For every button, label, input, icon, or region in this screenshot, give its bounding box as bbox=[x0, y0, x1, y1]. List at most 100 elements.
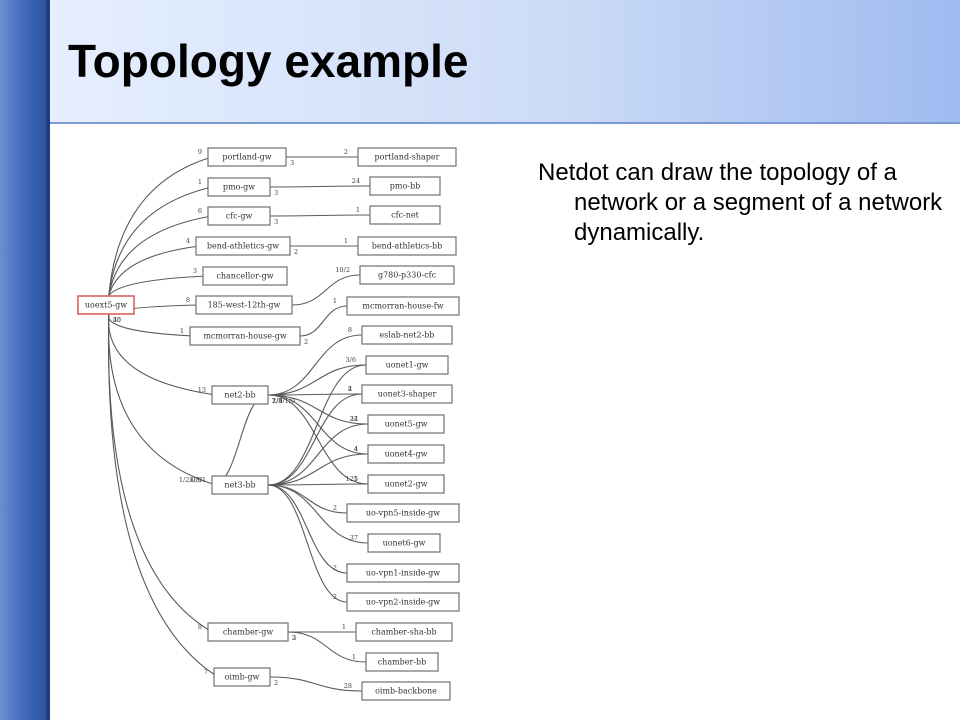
node-box-uonet5-gw bbox=[367, 414, 445, 434]
node-label-uonet5-gw: uonet5-gw bbox=[385, 420, 428, 429]
node-box-uonet2-gw bbox=[367, 474, 445, 494]
node-box-net3-bb bbox=[211, 475, 269, 495]
edge-net3-bb-uonet1-gw bbox=[267, 364, 367, 486]
port-label-mcmorran-house-fw-16: 1 bbox=[333, 297, 337, 305]
node-label-chamber-gw: chamber-gw bbox=[223, 628, 273, 637]
port-label-net3-bb-23: 1/2/0/0 bbox=[179, 476, 202, 484]
edge-oimb-gw-oimb-backbone bbox=[269, 676, 363, 692]
node-box-chamber-gw bbox=[207, 622, 289, 642]
node-label-portland-gw: portland-gw bbox=[222, 153, 271, 162]
port-label-uonet3-shaper-25: 4 bbox=[348, 385, 352, 393]
node-label-oimb-backbone: oimb-backbone bbox=[375, 687, 437, 696]
node-box-pmo-gw bbox=[207, 177, 271, 197]
node-cfc-net: cfc-net bbox=[369, 205, 441, 225]
node-uonet6-gw: uonet6-gw bbox=[367, 533, 441, 553]
port-label-chancellor-gw-4: 3 bbox=[193, 267, 197, 275]
port-label-bend-athletics-gw-14: 2 bbox=[294, 248, 298, 256]
diagram-port-labels: 91643835140131/3/18723243131210/21283/62… bbox=[113, 148, 360, 690]
port-label-bend-athletics-bb-14: 1 bbox=[344, 237, 348, 245]
port-label-uonet4-gw-21: 4 bbox=[354, 445, 358, 453]
node-label-portland-shaper: portland-shaper bbox=[375, 153, 440, 162]
node-box-oimb-gw bbox=[213, 667, 271, 687]
node-box-net2-bb bbox=[211, 385, 269, 405]
port-label-uo-vpn1-inside-gw-31: 2 bbox=[333, 564, 337, 572]
node-label-pmo-gw: pmo-gw bbox=[223, 183, 255, 192]
diagram-edges bbox=[107, 156, 371, 692]
node-box-cfc-gw bbox=[207, 206, 271, 226]
node-box-eslab-net2-bb bbox=[361, 325, 453, 345]
node-uonet2-gw: uonet2-gw bbox=[367, 474, 445, 494]
node-pmo-bb: pmo-bb bbox=[369, 176, 441, 196]
node-label-uonet1-gw: uonet1-gw bbox=[386, 361, 429, 370]
node-box-portland-shaper bbox=[357, 147, 457, 167]
node-label-uonet6-gw: uonet6-gw bbox=[383, 539, 426, 548]
edge-net2-bb-net3-bb bbox=[211, 394, 269, 486]
node-label-uonet4-gw: uonet4-gw bbox=[385, 450, 428, 459]
node-g780-p330-cfc: g780-p330-cfc bbox=[359, 265, 455, 285]
edge-net3-bb-uonet5-gw bbox=[267, 423, 369, 486]
node-label-mcmorran-house-fw: mcmorran-house-fw bbox=[362, 302, 443, 311]
node-mcmorran-house-fw: mcmorran-house-fw bbox=[346, 296, 460, 316]
port-label-oimb-backbone-35: 28 bbox=[344, 682, 352, 690]
node-label-bend-athletics-gw: bend-athletics-gw bbox=[207, 242, 279, 251]
title-banner bbox=[50, 0, 960, 124]
node-box-bend-athletics-gw bbox=[195, 236, 291, 256]
node-label-uo-vpn1-inside-gw: uo-vpn1-inside-gw bbox=[366, 569, 440, 578]
port-label-chamber-gw-34: 3 bbox=[292, 634, 296, 642]
node-label-chancellor-gw: chancellor-gw bbox=[216, 272, 273, 281]
port-label-net2-bb-23: 1/0/1/0 bbox=[272, 397, 295, 405]
node-box-pmo-bb bbox=[369, 176, 441, 196]
port-label-root-6: 40 bbox=[113, 316, 121, 324]
node-label-pmo-bb: pmo-bb bbox=[390, 182, 420, 191]
node-uo-vpn1-inside-gw: uo-vpn1-inside-gw bbox=[346, 563, 460, 583]
node-oimb-gw: oimb-gw bbox=[213, 667, 271, 687]
port-label-cfc-gw-2: 6 bbox=[198, 207, 202, 215]
node-chamber-sha-bb: chamber-sha-bb bbox=[355, 622, 453, 642]
port-label-uonet5-gw-20: 24 bbox=[350, 415, 358, 423]
node-box-chancellor-gw bbox=[202, 266, 288, 286]
edge-net3-bb-uonet4-gw bbox=[267, 453, 369, 486]
port-label-uo-vpn5-inside-gw-29: 2 bbox=[333, 504, 337, 512]
node-box-uonet1-gw bbox=[365, 355, 449, 375]
port-label-uonet2-gw-28: 121 bbox=[346, 475, 358, 483]
node-label-uo-vpn5-inside-gw: uo-vpn5-inside-gw bbox=[366, 509, 440, 518]
slide-description: Netdot can draw the topology of a networ… bbox=[538, 159, 943, 246]
node-box-chamber-bb bbox=[365, 652, 439, 672]
node-portland-shaper: portland-shaper bbox=[357, 147, 457, 167]
port-label-portland-shaper-11: 2 bbox=[344, 148, 348, 156]
port-label-root-5: 35 bbox=[113, 316, 121, 324]
edge-net2-bb-uonet4-gw bbox=[267, 394, 369, 455]
edge-root-net2-bb bbox=[108, 313, 217, 396]
node-uonet1-gw: uonet1-gw bbox=[365, 355, 449, 375]
port-label-185-west-12th-gw-5: 8 bbox=[186, 296, 190, 304]
node-label-cfc-net: cfc-net bbox=[391, 211, 420, 220]
node-chamber-bb: chamber-bb bbox=[365, 652, 439, 672]
port-label-mcmorran-house-gw-16: 2 bbox=[304, 338, 308, 346]
port-label-net2-bb-7: 13 bbox=[198, 386, 206, 394]
edge-root-net3-bb bbox=[107, 313, 217, 486]
port-label-portland-gw-0: 9 bbox=[198, 148, 202, 156]
edge-chamber-gw-chamber-bb bbox=[287, 631, 367, 663]
node-label-eslab-net2-bb: eslab-net2-bb bbox=[379, 331, 434, 340]
port-label-cfc-gw-13: 3 bbox=[274, 218, 278, 226]
edge-root-chamber-gw bbox=[107, 313, 213, 633]
node-box-mcmorran-house-gw bbox=[189, 326, 301, 346]
node-uo-vpn5-inside-gw: uo-vpn5-inside-gw bbox=[346, 503, 460, 523]
port-label-net2-bb-19: 2/4 bbox=[272, 397, 282, 405]
node-box-portland-gw bbox=[207, 147, 287, 167]
port-label-pmo-gw-1: 1 bbox=[198, 178, 202, 186]
left-accent-bar-edge bbox=[46, 0, 50, 720]
node-label-g780-p330-cfc: g780-p330-cfc bbox=[378, 271, 437, 280]
node-root: uoext5-gw bbox=[77, 295, 135, 315]
node-label-net2-bb: net2-bb bbox=[224, 391, 255, 400]
edge-net2-bb-uonet2-gw bbox=[267, 394, 369, 485]
port-label-portland-gw-11: 3 bbox=[290, 159, 294, 167]
node-net3-bb: net3-bb bbox=[211, 475, 269, 495]
port-label-pmo-bb-12: 24 bbox=[352, 177, 360, 185]
edge-net3-bb-uo-vpn2-inside-gw bbox=[267, 484, 348, 603]
node-bend-athletics-gw: bend-athletics-gw bbox=[195, 236, 291, 256]
node-box-g780-p330-cfc bbox=[359, 265, 455, 285]
node-oimb-backbone: oimb-backbone bbox=[361, 681, 451, 701]
node-box-185-west-12th-gw bbox=[195, 295, 293, 315]
node-box-uo-vpn1-inside-gw bbox=[346, 563, 460, 583]
